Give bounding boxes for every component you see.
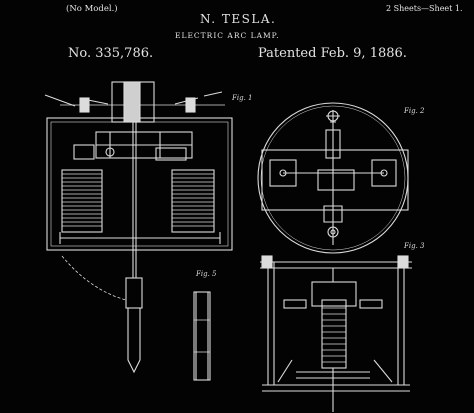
- fig5-drawing: [193, 291, 211, 381]
- fig2-drawing: [257, 102, 409, 254]
- sheet-count: 2 Sheets—Sheet 1.: [386, 4, 463, 13]
- fig3-drawing: [260, 255, 412, 412]
- fig3-label: Fig. 3: [404, 242, 425, 250]
- fig2-label: Fig. 2: [404, 107, 425, 115]
- fig5-label: Fig. 5: [196, 270, 217, 278]
- patent-date: Patented Feb. 9, 1886.: [258, 46, 407, 61]
- model-note: (No Model.): [66, 4, 118, 14]
- fig1-drawing: [44, 81, 233, 374]
- invention-title: ELECTRIC ARC LAMP.: [175, 31, 280, 40]
- fig1-label: Fig. 1: [232, 94, 253, 102]
- inventor-name: N. TESLA.: [200, 12, 277, 26]
- patent-number: No. 335,786.: [68, 46, 154, 61]
